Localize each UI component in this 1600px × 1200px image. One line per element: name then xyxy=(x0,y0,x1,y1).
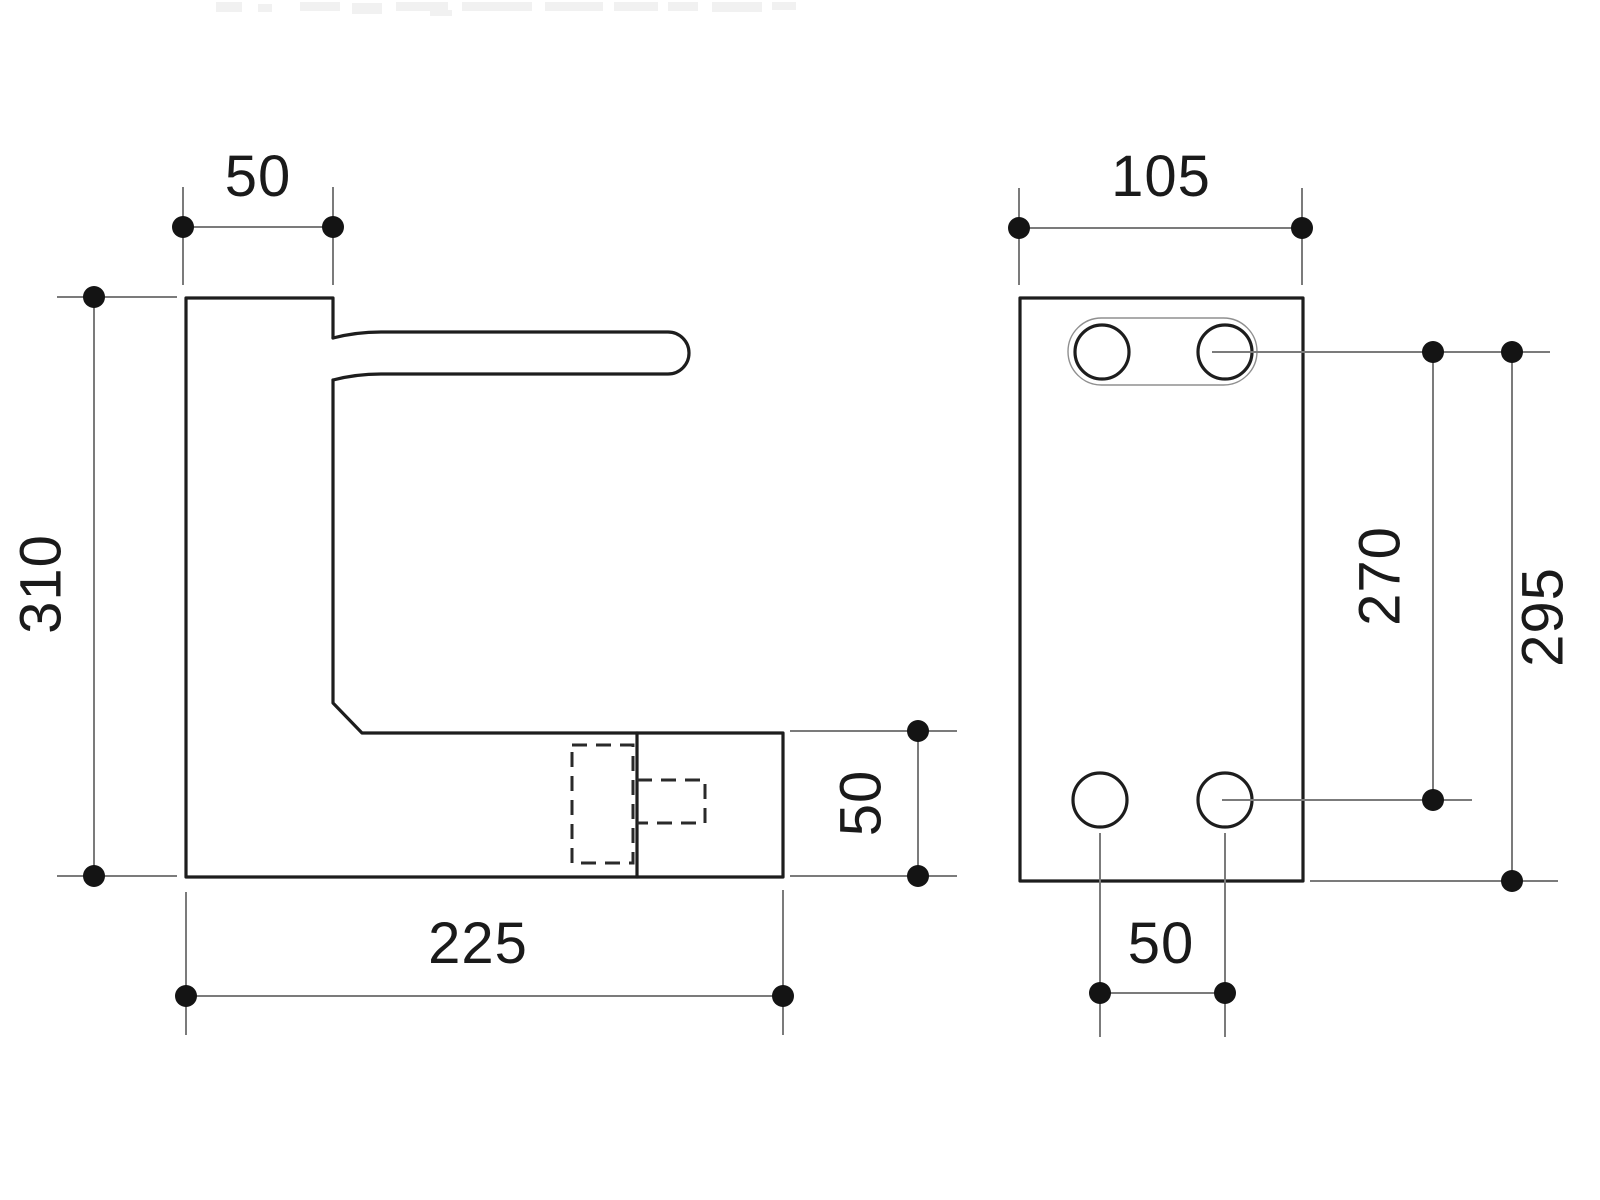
mounting-plate-outline xyxy=(1018,296,1305,883)
hidden-outlet-dashed-box xyxy=(637,778,707,825)
dimension-base-depth: 225 xyxy=(175,890,794,1035)
dimension-height-to-plate-bottom: 295 xyxy=(1501,341,1576,892)
dimension-dot xyxy=(1214,982,1236,1004)
hole-top-left xyxy=(1073,323,1131,381)
dim-label-hole-centres-horizontal: 50 xyxy=(1128,911,1195,976)
dimension-dot xyxy=(322,216,344,238)
hidden-cartridge-dashed-box xyxy=(570,743,635,865)
dim-label-total-height: 310 xyxy=(9,534,74,634)
dimension-valve-block-height: 50 xyxy=(790,720,957,887)
dimension-dot xyxy=(1501,870,1523,892)
lever-handle-outline xyxy=(331,330,691,382)
hole-bottom-left xyxy=(1071,771,1129,829)
dim-label-valve-block-height: 50 xyxy=(829,770,894,837)
dimension-dot xyxy=(172,216,194,238)
side-view: 50 310 225 50 xyxy=(9,144,957,1035)
dimension-dot xyxy=(83,865,105,887)
dimension-body-width-top: 50 xyxy=(172,144,344,285)
side-view-body-outline xyxy=(184,296,785,879)
dimension-dot xyxy=(1501,341,1523,363)
illegible-cropped-header-remnant xyxy=(216,2,796,16)
dim-label-height-to-plate-bottom: 295 xyxy=(1511,567,1576,667)
dimension-hole-centres-horizontal: 50 xyxy=(1089,833,1236,1037)
dimension-dot xyxy=(907,720,929,742)
dim-label-plate-width: 105 xyxy=(1111,144,1211,209)
dimension-dot xyxy=(175,985,197,1007)
dimension-hole-centres-vertical: 270 xyxy=(1348,341,1444,811)
dimension-dot xyxy=(1089,982,1111,1004)
dimension-total-height: 310 xyxy=(9,286,177,887)
front-view: 105 270 295 50 xyxy=(1008,144,1576,1037)
dim-label-body-width-top: 50 xyxy=(225,144,292,209)
dim-label-base-depth: 225 xyxy=(428,911,528,976)
dimension-dot xyxy=(1008,217,1030,239)
dim-label-hole-centres-vertical: 270 xyxy=(1348,526,1413,626)
dimension-dot xyxy=(83,286,105,308)
dimension-dot xyxy=(1422,789,1444,811)
dimension-dot xyxy=(772,985,794,1007)
dimension-dot xyxy=(907,865,929,887)
dimension-dot xyxy=(1422,341,1444,363)
dimension-plate-width: 105 xyxy=(1008,144,1313,285)
dimension-dot xyxy=(1291,217,1313,239)
